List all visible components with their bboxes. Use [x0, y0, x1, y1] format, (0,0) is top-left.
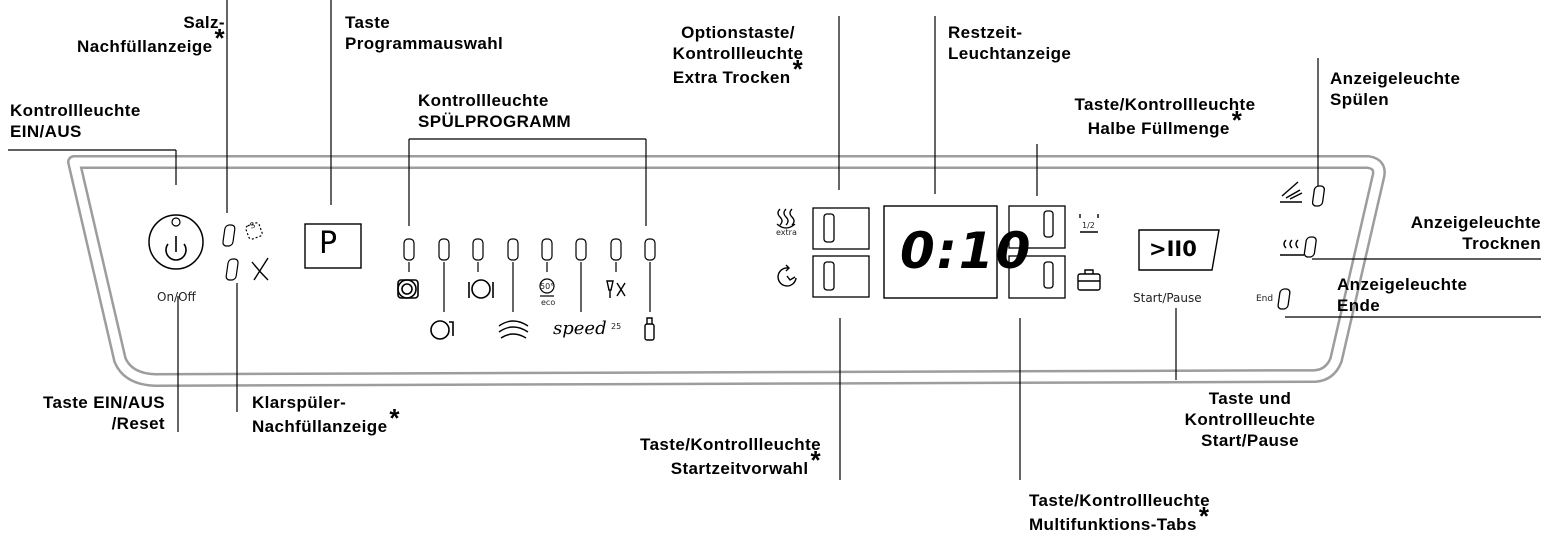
rinse-light	[1311, 185, 1325, 207]
leader-lines	[8, 0, 1541, 480]
label-dry-indicator: Anzeigeleuchte Trocknen	[1410, 213, 1541, 253]
label-start-pause: Taste und Kontrollleuchte Start/Pause	[1184, 389, 1316, 450]
normal-plate-icon	[468, 279, 494, 299]
label-program-button: Taste Programmauswahl	[345, 13, 504, 53]
time-readout: 0:10	[900, 222, 1033, 280]
speed-num: 25	[611, 322, 622, 331]
auto-icon	[430, 320, 454, 340]
program-lights	[403, 238, 656, 312]
rinse-icon	[1280, 181, 1303, 203]
rinse-aid-icon	[251, 257, 269, 281]
salt-icon	[245, 222, 263, 240]
half-load-button[interactable]	[1008, 205, 1066, 249]
eco-temp: 50°	[540, 282, 555, 291]
onoff-button[interactable]	[148, 214, 204, 270]
label-rinse-indicator: Anzeigeleuchte Spülen	[1330, 69, 1461, 109]
label-half-load: Taste/Kontrollleuchte Halbe Füllmenge*	[1074, 95, 1256, 138]
dry-light	[1303, 236, 1317, 258]
label-end-indicator: Anzeigeleuchte Ende	[1337, 275, 1468, 315]
extra-caption: extra	[776, 228, 797, 237]
eco-icon	[539, 278, 555, 297]
multi-tab-button[interactable]	[1008, 255, 1066, 299]
eco-caption: eco	[541, 298, 556, 307]
multi-tab-icon	[1077, 269, 1101, 291]
power-icon	[165, 236, 187, 261]
extra-dry-button[interactable]	[812, 207, 870, 250]
label-wash-program: Kontrollleuchte SPÜLPROGRAMM	[418, 91, 572, 131]
program-button[interactable]	[304, 223, 362, 269]
label-onoff-light: Kontrollleuchte EIN/AUS	[10, 101, 141, 141]
pre-wash-icon	[498, 320, 529, 339]
label-remaining-time: Restzeit- Leuchtanzeige	[948, 23, 1072, 63]
panel-outline-inner	[69, 157, 1384, 385]
end-caption: End	[1256, 294, 1274, 304]
start-pause-caption: Start/Pause	[1133, 291, 1202, 305]
label-multi-tabs: Taste/Kontrollleuchte Multifunktions-Tab…	[1029, 491, 1210, 534]
label-delay-start: Taste/Kontrollleuchte Startzeitvorwahl*	[640, 435, 821, 478]
half-caption: 1/2	[1082, 221, 1095, 230]
dry-icon	[1280, 239, 1304, 256]
label-rinse-aid: Klarspüler- Nachfüllanzeige*	[252, 393, 400, 436]
end-light	[1277, 288, 1291, 310]
program-key-label: P	[319, 226, 338, 261]
half-load-icon	[1079, 214, 1099, 233]
baby-bottle-icon	[644, 317, 655, 341]
glass-icon	[606, 280, 626, 298]
label-salt: Salz- Nachfüllanzeige*	[77, 13, 225, 56]
speed-caption: speed	[553, 318, 607, 339]
delay-start-button[interactable]	[812, 255, 870, 298]
time-display	[883, 205, 998, 299]
salt-indicator	[222, 222, 263, 247]
extra-dry-icon	[776, 208, 796, 229]
intensive-pot-icon	[397, 279, 419, 299]
delay-clock-icon	[777, 264, 797, 287]
start-pause-symbol: >II0	[1149, 237, 1197, 261]
onoff-caption: On/Off	[157, 290, 196, 304]
panel-outline	[67, 155, 1386, 387]
label-onoff-button: Taste EIN/AUS /Reset	[42, 393, 165, 433]
label-option-button: Optionstaste/ Kontrollleuchte Extra Troc…	[672, 23, 804, 87]
start-pause-button[interactable]	[1138, 229, 1220, 271]
rinse-aid-indicator	[225, 257, 269, 281]
